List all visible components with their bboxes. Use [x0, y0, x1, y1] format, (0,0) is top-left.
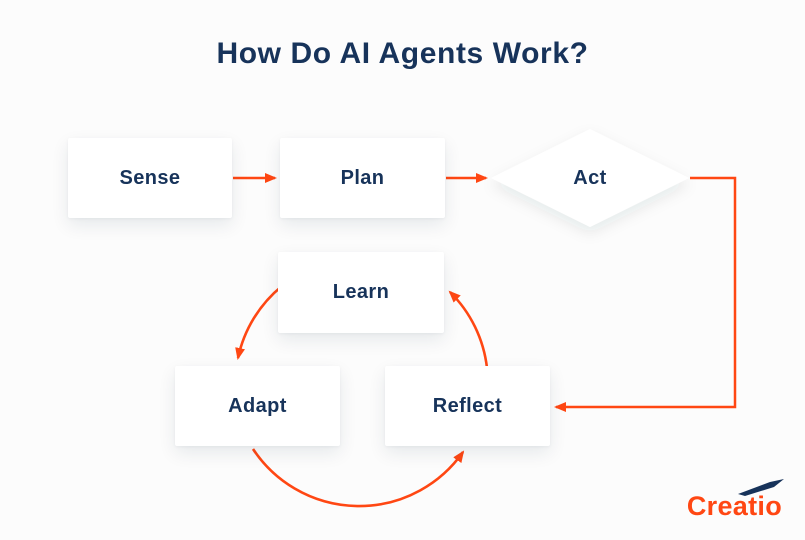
creatio-logo: Creatio — [686, 479, 784, 524]
node-label-reflect: Reflect — [432, 394, 503, 417]
node-label-adapt: Adapt — [228, 394, 287, 417]
node-label-sense: Sense — [119, 166, 181, 189]
page-title: How Do AI Agents Work? — [216, 37, 589, 70]
act-diamond-shape — [491, 129, 689, 227]
arrow-reflect-to-learn — [448, 290, 489, 369]
node-label-learn: Learn — [332, 281, 390, 303]
node-label-plan: Plan — [340, 166, 385, 189]
arrow-act-to-reflect — [554, 176, 737, 412]
flow-node-adapt: Adapt — [175, 366, 340, 446]
flow-node-reflect: Reflect — [385, 366, 550, 446]
node-label-act: Act — [573, 166, 607, 189]
flow-node-plan: Plan — [280, 138, 445, 218]
creatio-plane-icon — [738, 479, 784, 496]
arrow-learn-to-adapt — [235, 284, 283, 360]
flow-node-learn: Learn — [278, 252, 444, 333]
flow-node-sense: Sense — [68, 138, 232, 218]
creatio-logo-text: Creatio — [686, 491, 782, 521]
flow-node-act: Act — [491, 129, 689, 227]
arrow-adapt-to-reflect — [251, 448, 465, 508]
